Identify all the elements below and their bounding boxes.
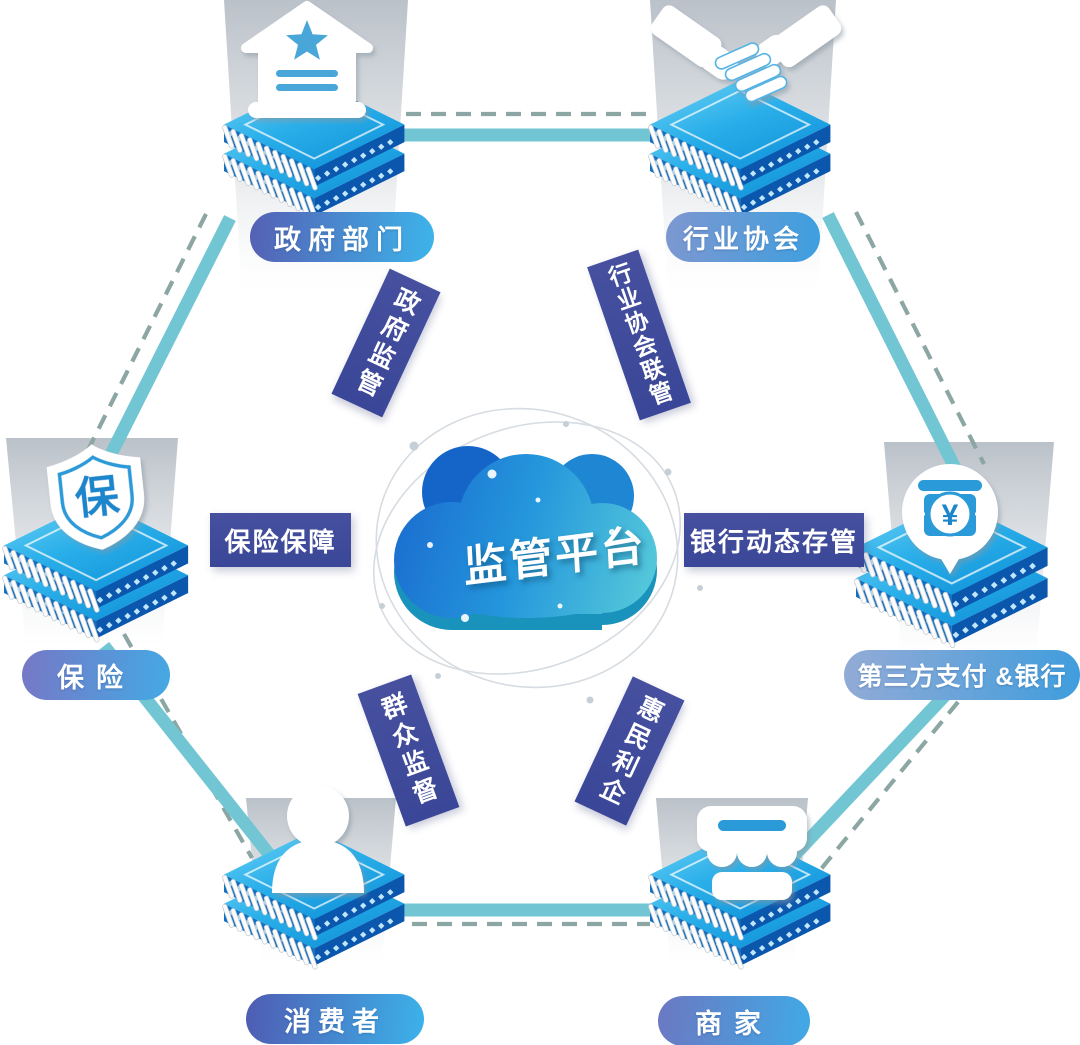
orbit-dots: [379, 421, 703, 704]
yuan-bank-pin-icon: ¥: [902, 464, 998, 574]
cloud-sparkle-dots: [427, 469, 615, 622]
node-label-merchant: 商家: [658, 996, 810, 1045]
link-topright-dashed: [854, 211, 986, 465]
node-label-consumer: 消费者: [246, 994, 424, 1044]
node-label-payment-bank: 第三方支付 &银行: [844, 650, 1080, 700]
node-label-government: 政府部门: [250, 212, 434, 262]
link-bottomright-solid: [781, 683, 957, 869]
yuan-glyph: ¥: [942, 499, 959, 532]
link-topleft-dashed: [76, 213, 208, 471]
government-building-icon: [241, 1, 373, 118]
link-bottomright-dashed: [810, 700, 960, 882]
shield-insurance-icon: 保: [46, 444, 145, 550]
node-label-insurance: 保险: [22, 650, 170, 700]
connector-label-bank-dynamic-custody: 银行动态存管: [684, 513, 864, 567]
link-topright-solid: [822, 212, 961, 471]
node-label-association: 行业协会: [666, 212, 820, 262]
cloud-icon: [394, 446, 657, 630]
shield-glyph: 保: [73, 471, 123, 524]
handshake-icon: [650, 5, 842, 103]
person-icon: [272, 785, 364, 893]
link-topleft-solid: [94, 215, 236, 479]
storefront-icon: [697, 806, 807, 900]
connector-label-insurance-guarantee: 保险保障: [210, 513, 351, 567]
network-links: [76, 111, 986, 927]
